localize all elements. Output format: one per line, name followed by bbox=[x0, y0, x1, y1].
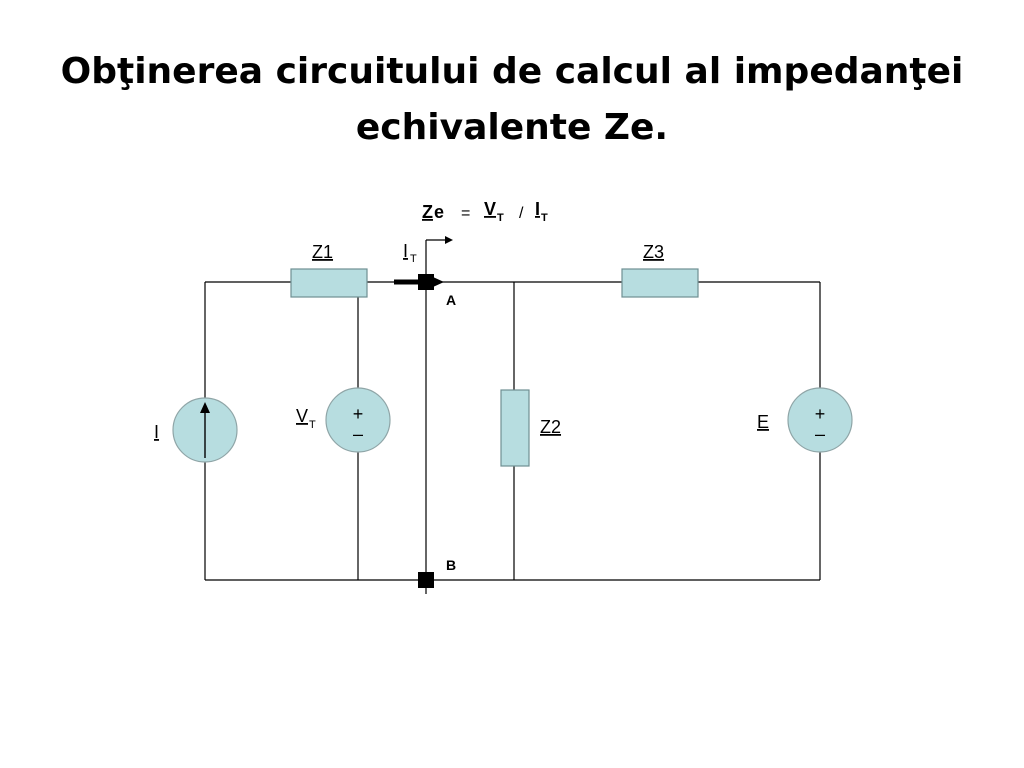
formula-equals: = bbox=[461, 205, 470, 222]
formula-vt-sub: T bbox=[497, 212, 504, 224]
slide-title: Obţinerea circuitului de calcul al imped… bbox=[0, 44, 1024, 156]
z1-impedance bbox=[290, 268, 368, 298]
title-line-2: echivalente Ze. bbox=[355, 107, 669, 148]
z2-impedance bbox=[500, 389, 530, 467]
z2-label: Z2 bbox=[540, 417, 561, 437]
voltage-source-vt bbox=[325, 387, 391, 453]
node-a-marker bbox=[418, 274, 434, 290]
z3-label: Z3 bbox=[643, 242, 664, 262]
voltage-source-e bbox=[787, 387, 853, 453]
e-source-minus: – bbox=[815, 424, 825, 444]
formula-ze-rest: e bbox=[434, 202, 444, 222]
vt-label-sub: T bbox=[309, 419, 316, 431]
z1-label: Z1 bbox=[312, 242, 333, 262]
z3-impedance bbox=[621, 268, 699, 298]
i-label: I bbox=[154, 422, 159, 442]
node-a-label: A bbox=[446, 292, 456, 308]
title-line-1: Obţinerea circuitului de calcul al imped… bbox=[60, 51, 964, 92]
vt-source-plus: + bbox=[353, 404, 364, 424]
vt-source-minus: – bbox=[353, 424, 363, 444]
e-source-plus: + bbox=[815, 404, 826, 424]
it-label-sub: T bbox=[410, 253, 417, 265]
vt-label-main: V bbox=[296, 406, 308, 426]
formula-it-sub: T bbox=[541, 212, 548, 224]
e-label: E bbox=[757, 412, 769, 432]
formula-it-main: I bbox=[535, 199, 540, 219]
it-indicator-arrowhead bbox=[445, 236, 453, 244]
formula-vt-main: V bbox=[484, 199, 496, 219]
node-b-marker bbox=[418, 572, 434, 588]
node-b-label: B bbox=[446, 557, 456, 573]
current-source-i bbox=[172, 397, 238, 463]
it-label-main: I bbox=[403, 241, 408, 261]
formula-slash: / bbox=[519, 205, 524, 222]
ze-formula: Z e = V T / I T bbox=[422, 199, 548, 224]
formula-ze-main: Z bbox=[422, 202, 433, 222]
